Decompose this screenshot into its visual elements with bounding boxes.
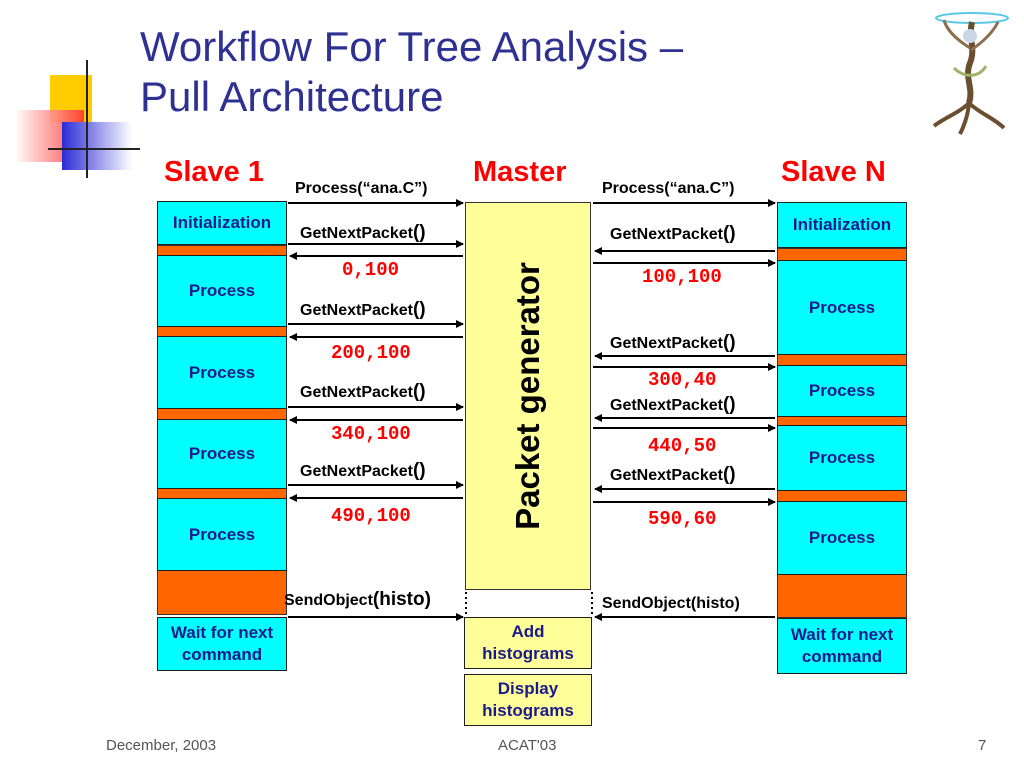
slave1-process-4: Process: [157, 498, 287, 571]
getnext-left-1: GetNextPacket(): [300, 222, 426, 244]
getnext-left-4-name: GetNextPacket: [300, 463, 413, 480]
getnext-left-4-parens: (): [412, 460, 426, 481]
slave1-wait-line-1: Wait for next: [170, 623, 274, 642]
getnext-left-2: GetNextPacket(): [300, 299, 426, 321]
packet-right-2: 300,40: [648, 369, 717, 391]
slave1-wait-line-2: command: [181, 645, 263, 664]
packet-left-1: 0,100: [342, 259, 400, 281]
slaven-process-3: Process: [777, 425, 907, 491]
sendobject-right: SendObject(histo): [602, 595, 740, 612]
getnext-right-4-parens: (): [722, 464, 736, 485]
add-histograms-line-1: Add: [511, 622, 545, 641]
slaven-process-4: Process: [777, 501, 907, 575]
sendobject-left-name: SendObject: [284, 592, 373, 609]
slaven-wait-line-1: Wait for next: [790, 625, 894, 644]
header-slave-1: Slave 1: [164, 156, 264, 188]
getnext-right-3: GetNextPacket(): [610, 394, 736, 416]
sendobject-left: SendObject(histo): [284, 589, 431, 611]
getnext-right-2: GetNextPacket(): [610, 332, 736, 354]
getnext-left-1-name: GetNextPacket: [300, 225, 413, 242]
display-histograms-line-1: Display: [497, 679, 559, 698]
add-histograms-line-2: histograms: [482, 644, 574, 663]
logo-decoration: [12, 60, 142, 180]
getnext-right-2-name: GetNextPacket: [610, 335, 723, 352]
getnext-left-3-name: GetNextPacket: [300, 384, 413, 401]
packet-right-4: 590,60: [648, 508, 717, 530]
slaven-process-1: Process: [777, 260, 907, 355]
getnext-right-2-parens: (): [722, 332, 736, 353]
tree-figure-logo: [924, 8, 1014, 138]
getnext-right-1-name: GetNextPacket: [610, 226, 723, 243]
packet-left-3: 340,100: [331, 423, 411, 445]
add-histograms-box: Add histograms: [464, 617, 592, 669]
packet-left-4: 490,100: [331, 505, 411, 527]
header-slave-n: Slave N: [781, 156, 886, 188]
footer-page-number: 7: [978, 737, 987, 754]
sendobject-left-args: (histo): [372, 589, 431, 610]
title-line-2: Pull Architecture: [140, 73, 444, 120]
footer-conference: ACAT'03: [498, 737, 557, 754]
getnext-right-3-name: GetNextPacket: [610, 397, 723, 414]
packet-right-1: 100,100: [642, 266, 722, 288]
slave1-init: Initialization: [157, 201, 287, 245]
slaven-wait: Wait for next command: [777, 618, 907, 674]
getnext-left-3-parens: (): [412, 381, 426, 402]
getnext-left-2-name: GetNextPacket: [300, 302, 413, 319]
getnext-left-4: GetNextPacket(): [300, 460, 426, 482]
display-histograms-line-2: histograms: [482, 701, 574, 720]
title-line-1: Workflow For Tree Analysis –: [140, 23, 684, 70]
process-call-right: Process(“ana.C”): [602, 180, 735, 197]
slide-title: Workflow For Tree Analysis – Pull Archit…: [140, 22, 683, 122]
packet-left-2: 200,100: [331, 342, 411, 364]
footer-date: December, 2003: [106, 737, 217, 754]
process-call-left: Process(“ana.C”): [295, 180, 428, 197]
packet-right-3: 440,50: [648, 435, 717, 457]
slave1-process-3: Process: [157, 419, 287, 489]
header-master: Master: [473, 156, 567, 188]
slave1-process-1: Process: [157, 255, 287, 327]
getnext-left-3: GetNextPacket(): [300, 381, 426, 403]
slave1-process-2: Process: [157, 336, 287, 409]
getnext-right-1: GetNextPacket(): [610, 223, 736, 245]
packet-generator-box: [465, 202, 591, 590]
getnext-left-1-parens: (): [412, 222, 426, 243]
slaven-wait-line-2: command: [801, 647, 883, 666]
slaven-process-2: Process: [777, 365, 907, 417]
getnext-right-4-name: GetNextPacket: [610, 467, 723, 484]
slaven-init: Initialization: [777, 202, 907, 248]
getnext-right-3-parens: (): [722, 394, 736, 415]
slave1-wait: Wait for next command: [157, 617, 287, 671]
display-histograms-box: Display histograms: [464, 674, 592, 726]
getnext-left-2-parens: (): [412, 299, 426, 320]
getnext-right-4: GetNextPacket(): [610, 464, 736, 486]
getnext-right-1-parens: (): [722, 223, 736, 244]
